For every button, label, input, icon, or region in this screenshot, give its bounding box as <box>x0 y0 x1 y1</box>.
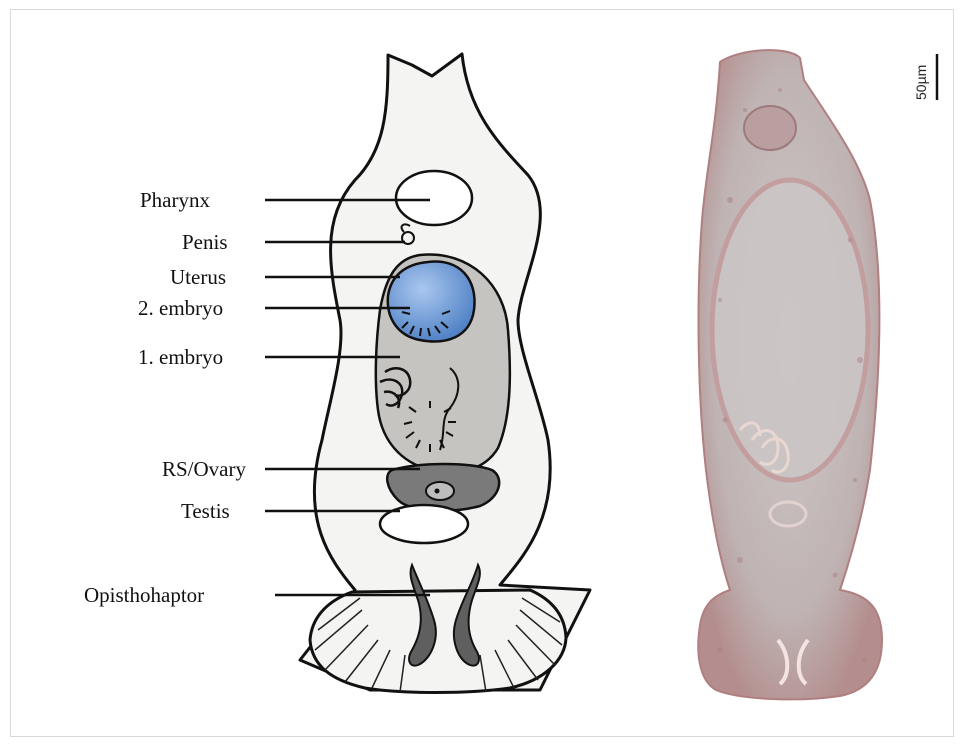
label-uterus: Uterus <box>170 265 226 289</box>
label-embryo1: 1. embryo <box>138 345 223 369</box>
worm-drawing <box>300 54 590 693</box>
organ-labels: Pharynx Penis Uterus 2. embryo 1. embryo… <box>84 188 247 607</box>
label-embryo2: 2. embryo <box>138 296 223 320</box>
scale-bar-label: 50µm <box>913 65 929 100</box>
embryo-2 <box>388 262 475 342</box>
micrograph-uterus <box>712 180 868 480</box>
rs-ovary-nucleolus <box>435 489 440 494</box>
label-testis: Testis <box>181 499 230 523</box>
label-rs-ovary: RS/Ovary <box>162 457 247 481</box>
label-penis: Penis <box>182 230 228 254</box>
pharynx-organ <box>396 171 472 225</box>
micrograph <box>698 50 882 699</box>
label-pharynx: Pharynx <box>140 188 210 212</box>
micrograph-pharynx <box>744 106 796 150</box>
label-opisthohaptor: Opisthohaptor <box>84 583 204 607</box>
scale-bar: 50µm <box>913 54 937 100</box>
rs-ovary-nucleus <box>426 482 454 500</box>
